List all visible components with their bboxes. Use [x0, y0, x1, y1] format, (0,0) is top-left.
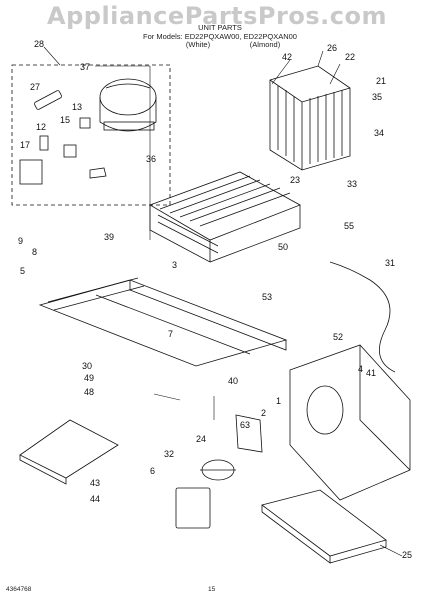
color-label-white: (White)	[185, 40, 211, 49]
callout: 27	[30, 82, 40, 92]
cover-plate	[19, 419, 119, 485]
callout: 40	[228, 376, 238, 386]
drain-pan	[261, 489, 387, 564]
callout: 6	[150, 466, 155, 476]
callout: 9	[18, 236, 23, 246]
callout: 26	[327, 43, 337, 53]
callout: 37	[80, 62, 90, 72]
callout: 41	[366, 368, 376, 378]
callout: 12	[36, 122, 46, 132]
callout: 4	[358, 364, 363, 374]
color-label-almond: (Almond)	[249, 40, 281, 49]
callout: 55	[344, 221, 354, 231]
callout: 30	[82, 361, 92, 371]
callout-labels: 28 37 27 12 15 13 17 36 42 26 22 21 35 3…	[18, 39, 412, 560]
callout: 36	[146, 154, 156, 164]
callout: 1	[276, 396, 281, 406]
callout: 52	[333, 332, 343, 342]
fan-motor-bracket	[289, 344, 411, 501]
callout: 53	[262, 292, 272, 302]
model-subtitle: For Models: ED22PQXAW00, ED22PQXAN00	[143, 32, 297, 41]
callout: 13	[72, 102, 82, 112]
base-frame	[38, 277, 288, 367]
callout: 31	[385, 258, 395, 268]
callout: 32	[164, 449, 174, 459]
callout: 43	[90, 478, 100, 488]
page-number: 15	[208, 586, 216, 593]
callout: 2	[261, 408, 266, 418]
document-number: 4364768	[6, 586, 32, 593]
condenser	[269, 65, 351, 171]
callout: 17	[20, 140, 30, 150]
callout: 42	[282, 52, 292, 62]
callout: 34	[374, 128, 384, 138]
callout: 48	[84, 387, 94, 397]
compressor-group-box	[11, 64, 171, 206]
callout: 63	[240, 420, 250, 430]
callout: 35	[372, 92, 382, 102]
fan-motor	[175, 414, 263, 529]
callout: 25	[402, 550, 412, 560]
compressor	[99, 78, 157, 132]
callout: 33	[347, 179, 357, 189]
callout: 50	[278, 242, 288, 252]
callout: 23	[290, 175, 300, 185]
page-title: UNIT PARTS	[198, 23, 242, 32]
callout: 5	[20, 266, 25, 276]
callout: 39	[104, 232, 114, 242]
callout: 15	[60, 115, 70, 125]
wire-harness	[329, 261, 396, 373]
watermark: AppliancePartsPros.com	[47, 2, 387, 30]
callout: 3	[172, 260, 177, 270]
callout: 44	[90, 494, 100, 504]
callout: 22	[345, 52, 355, 62]
callout: 21	[376, 76, 386, 86]
callout: 7	[168, 329, 173, 339]
relay-parts	[19, 90, 107, 185]
leader-lines	[43, 46, 403, 557]
callout: 8	[32, 247, 37, 257]
callout: 24	[196, 434, 206, 444]
callout: 28	[34, 39, 44, 49]
callout: 49	[84, 373, 94, 383]
